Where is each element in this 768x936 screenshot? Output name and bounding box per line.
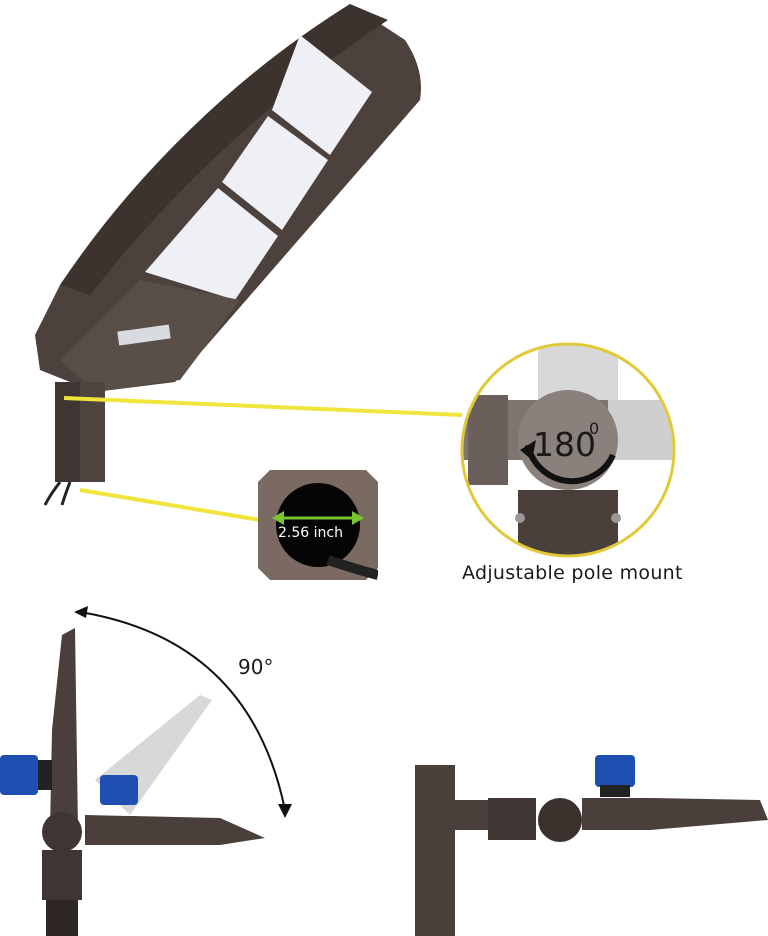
double-arrow-icon (272, 511, 364, 525)
tilt-illustration (0, 600, 330, 936)
pole-diameter-label: 2.56 inch (278, 525, 343, 541)
rotation-detail-circle (458, 340, 678, 560)
rotate-arrow-icon (520, 440, 616, 485)
pole-mounted-fixture (400, 740, 768, 936)
tilt-angle-label: 90° (238, 655, 274, 679)
rotation-value: 180 (533, 425, 596, 464)
main-light-fixture (0, 0, 440, 520)
arc-arrow-icon (74, 606, 292, 818)
adjustable-mount-caption: Adjustable pole mount (462, 562, 683, 584)
rotation-unit: 0 (589, 419, 600, 438)
callout-lines (63, 396, 463, 522)
pole-diameter-detail (258, 470, 378, 580)
